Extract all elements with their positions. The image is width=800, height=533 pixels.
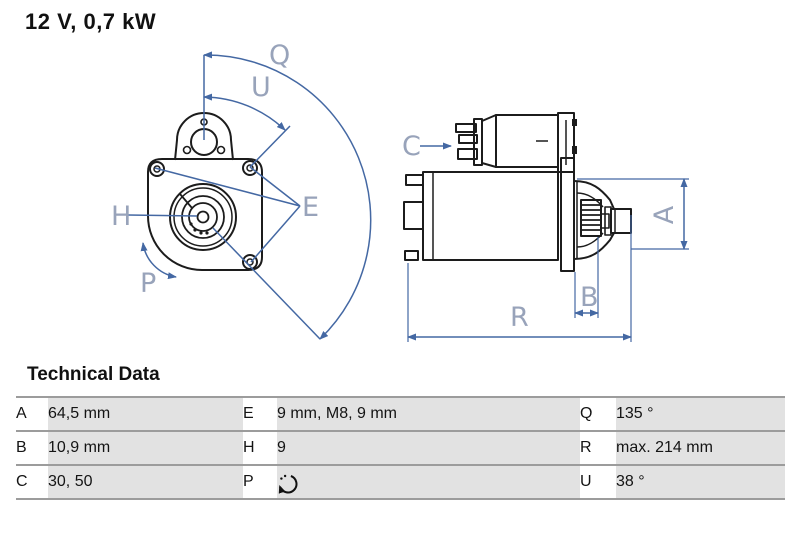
technical-data-table: A 64,5 mm E 9 mm, M8, 9 mm Q 135 ° B 10,… (16, 396, 785, 500)
dim-value-u: 38 ° (616, 465, 785, 499)
dim-key-e: E (243, 397, 277, 431)
table-row: C 30, 50 P U 38 (16, 465, 785, 499)
dim-key-r: R (580, 431, 616, 465)
dim-label-b: B (580, 282, 599, 313)
dim-key-p: P (243, 465, 277, 499)
dim-leader-e1 (154, 167, 301, 207)
dim-arc-q (203, 51, 372, 340)
rotation-arrow (140, 242, 177, 280)
technical-drawing: Q U E H P C A B R (111, 40, 689, 342)
dim-key-b: B (16, 431, 48, 465)
dim-leader-e3 (250, 205, 301, 263)
dim-label-q: Q (269, 40, 290, 71)
dim-key-a: A (16, 397, 48, 431)
dim-leader-h (127, 214, 198, 217)
dim-value-h: 9 (277, 431, 580, 465)
dim-value-p (277, 465, 580, 499)
dim-value-r: max. 214 mm (616, 431, 785, 465)
dim-leader-e2 (249, 166, 301, 207)
starter-motor-drawing: Q U E H P C A B R (111, 40, 689, 342)
dim-label-c: C (402, 131, 421, 162)
table-row: A 64,5 mm E 9 mm, M8, 9 mm Q 135 ° (16, 397, 785, 431)
dim-label-h: H (111, 201, 131, 232)
dim-label-u: U (251, 72, 271, 103)
dim-value-c: 30, 50 (48, 465, 243, 499)
dim-label-r: R (510, 302, 529, 333)
table-row: B 10,9 mm H 9 R max. 214 mm (16, 431, 785, 465)
spline-teeth (189, 222, 209, 235)
dim-key-h: H (243, 431, 277, 465)
dim-key-c: C (16, 465, 48, 499)
dim-label-p: P (140, 268, 156, 299)
dim-value-a: 64,5 mm (48, 397, 243, 431)
dim-label-e: E (302, 192, 319, 223)
dim-value-b: 10,9 mm (48, 431, 243, 465)
technical-data-heading: Technical Data (27, 364, 160, 385)
dim-arc-u (203, 93, 286, 131)
rotation-ccw-icon (278, 474, 298, 494)
side-view (403, 112, 632, 272)
dim-label-a: A (649, 205, 680, 224)
dimension-lines (127, 51, 689, 342)
dim-key-q: Q (580, 397, 616, 431)
dim-key-u: U (580, 465, 616, 499)
dim-value-e: 9 mm, M8, 9 mm (277, 397, 580, 431)
dim-value-q: 135 ° (616, 397, 785, 431)
page-title: 12 V, 0,7 kW (25, 9, 157, 34)
pinion-teeth (581, 204, 601, 231)
